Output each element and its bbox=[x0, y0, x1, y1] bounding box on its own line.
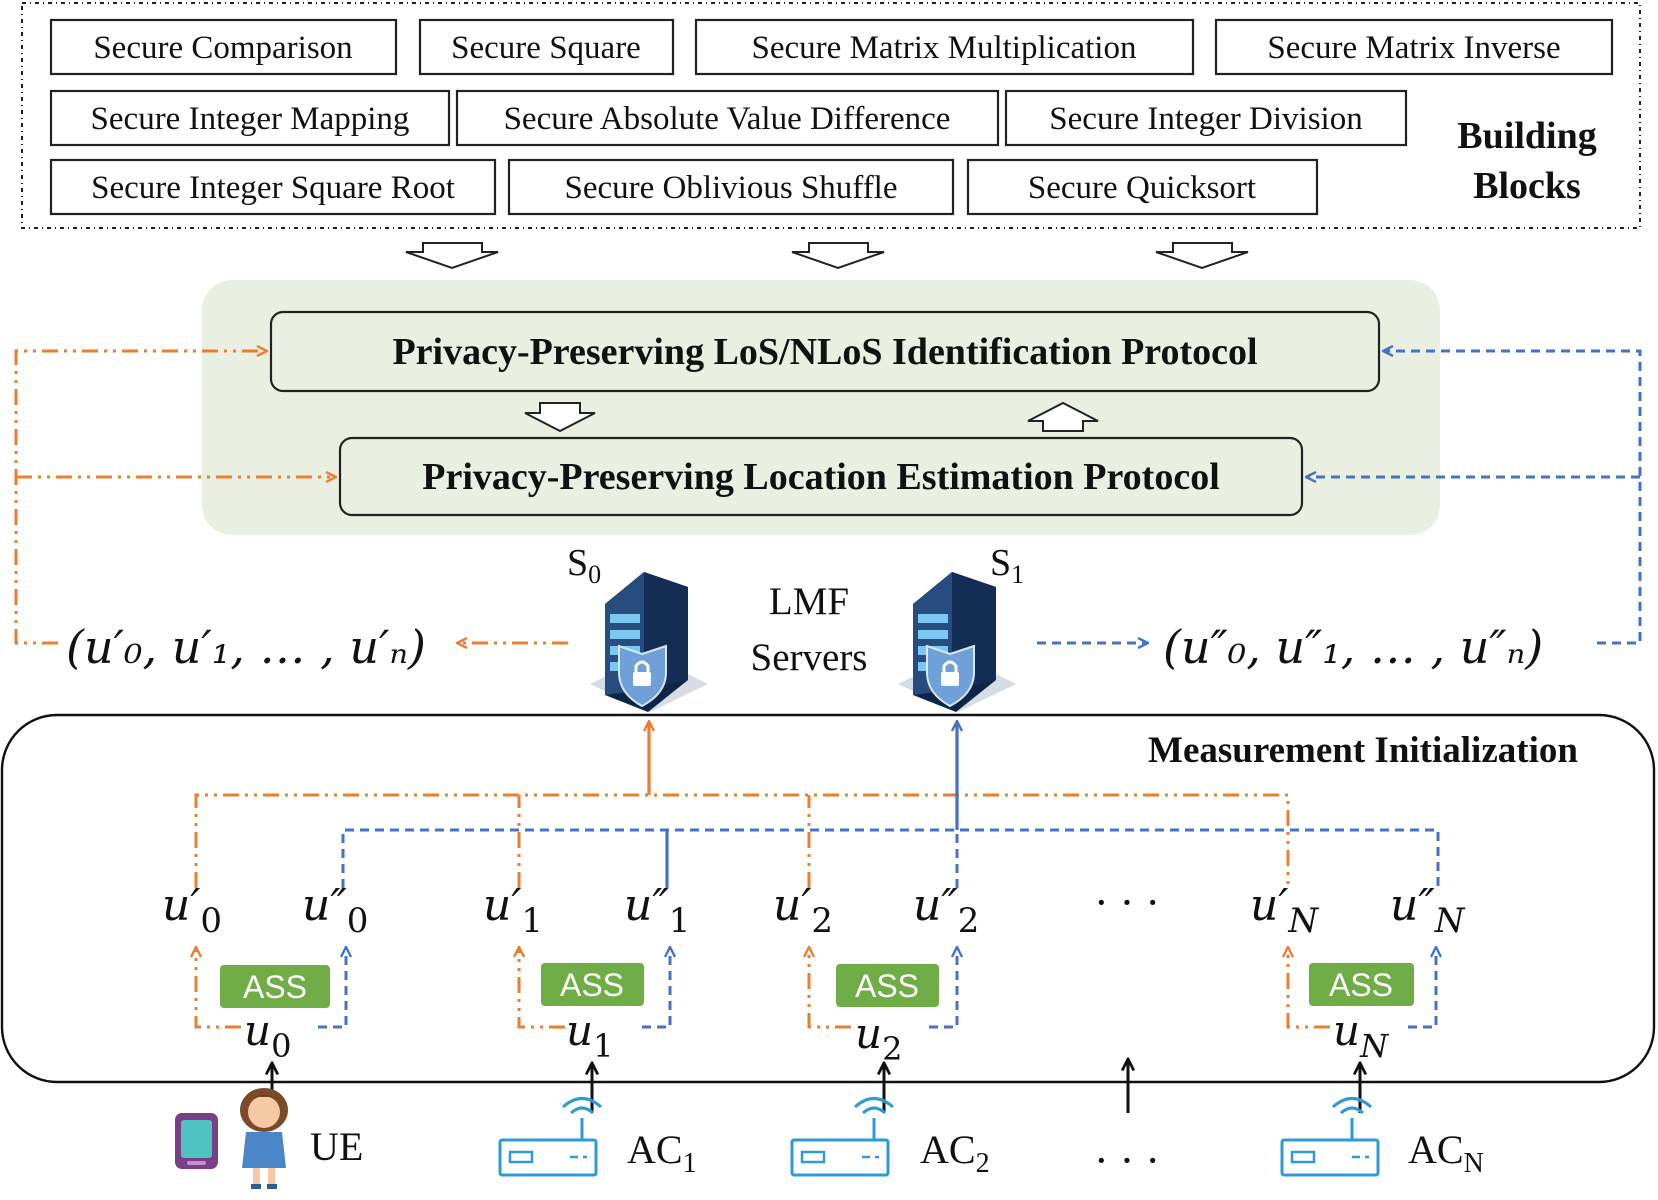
share-column-2: u′2 u″2 ASS u2 bbox=[773, 880, 979, 1068]
block-arrows bbox=[405, 242, 1249, 270]
identification-protocol-box: Privacy-Preserving LoS/NLoS Identificati… bbox=[269, 310, 1381, 393]
share-column-n: u′N u″N ASS uN bbox=[1250, 880, 1466, 1065]
ass-label: ASS bbox=[1329, 967, 1393, 1003]
access-point-2-icon bbox=[790, 1097, 894, 1177]
hollow-down-arrow bbox=[405, 242, 499, 270]
ass-label: ASS bbox=[243, 969, 307, 1005]
share-prime-1: u′1 bbox=[483, 880, 543, 941]
access-point-1-icon bbox=[498, 1097, 602, 1177]
ass-box bbox=[541, 963, 644, 1006]
ac1-label: AC1 bbox=[627, 1127, 697, 1179]
device-input-arrows bbox=[272, 1060, 1360, 1113]
device-ellipsis: · · · bbox=[1094, 1136, 1160, 1185]
share-double-prime-1: u″1 bbox=[624, 880, 690, 941]
protocol-panel: Privacy-Preserving LoS/NLoS Identificati… bbox=[202, 280, 1440, 535]
right-share-tuple: (u″₀, u″₁, … , u″ₙ) bbox=[1163, 620, 1543, 674]
block-secure-oblivious-shuffle: Secure Oblivious Shuffle bbox=[507, 158, 955, 216]
block-label: Secure Matrix Multiplication bbox=[752, 30, 1137, 66]
ass-box bbox=[1309, 963, 1414, 1006]
share-column-0: u′0 u″0 ASS u0 bbox=[162, 880, 368, 1065]
orange-aggregation-lines bbox=[194, 722, 1290, 888]
block-label: Secure Matrix Inverse bbox=[1267, 30, 1560, 66]
block-secure-absolute-value-difference: Secure Absolute Value Difference bbox=[455, 89, 1000, 147]
server-s0-label: S0 bbox=[567, 542, 601, 589]
measurement-u0: u0 bbox=[244, 1006, 291, 1065]
user-icon bbox=[240, 1088, 288, 1189]
measurement-u2: u2 bbox=[855, 1009, 902, 1068]
ass-box bbox=[836, 964, 939, 1007]
phone-icon bbox=[175, 1113, 218, 1169]
identification-protocol-label: Privacy-Preserving LoS/NLoS Identificati… bbox=[392, 331, 1257, 373]
measurement-un: uN bbox=[1333, 1006, 1389, 1065]
building-blocks-panel: Secure Comparison Secure Square Secure M… bbox=[21, 2, 1641, 229]
estimation-protocol-box: Privacy-Preserving Location Estimation P… bbox=[338, 436, 1304, 517]
blue-feedback-lines bbox=[1307, 351, 1642, 645]
block-secure-quicksort: Secure Quicksort bbox=[966, 158, 1319, 216]
share-prime-2: u′2 bbox=[773, 880, 833, 941]
ac2-label: AC2 bbox=[920, 1127, 990, 1179]
lmf-servers-label: Servers bbox=[751, 636, 868, 679]
block-label: Secure Integer Division bbox=[1049, 101, 1362, 137]
block-secure-comparison: Secure Comparison bbox=[49, 18, 398, 76]
measurement-title: Measurement Initialization bbox=[1148, 730, 1578, 771]
hollow-down-arrow bbox=[524, 402, 596, 433]
block-secure-integer-square-root: Secure Integer Square Root bbox=[49, 158, 497, 216]
share-prime-n: u′N bbox=[1250, 880, 1319, 941]
share-column-1: u′1 u″1 ASS u1 bbox=[483, 880, 690, 1065]
block-secure-matrix-multiplication: Secure Matrix Multiplication bbox=[694, 18, 1195, 76]
block-label: Secure Oblivious Shuffle bbox=[564, 170, 897, 206]
server-s0-icon bbox=[590, 572, 708, 712]
block-label: Secure Comparison bbox=[93, 30, 352, 66]
share-double-prime-0: u″0 bbox=[302, 880, 368, 941]
ass-label: ASS bbox=[855, 968, 919, 1004]
block-label: Secure Absolute Value Difference bbox=[504, 101, 951, 137]
block-label: Secure Integer Mapping bbox=[91, 101, 410, 137]
left-share-tuple: (u′₀, u′₁, … , u′ₙ) bbox=[66, 620, 426, 674]
estimation-protocol-label: Privacy-Preserving Location Estimation P… bbox=[422, 456, 1220, 498]
lmf-label: LMF bbox=[769, 580, 849, 623]
block-label: Secure Integer Square Root bbox=[91, 170, 455, 206]
share-double-prime-n: u″N bbox=[1390, 880, 1466, 941]
building-blocks-title: Blocks bbox=[1473, 165, 1581, 207]
hollow-down-arrow bbox=[1155, 242, 1249, 270]
blue-aggregation-lines bbox=[341, 722, 1440, 888]
hollow-up-arrow bbox=[1027, 401, 1099, 432]
block-secure-matrix-inverse: Secure Matrix Inverse bbox=[1214, 18, 1614, 76]
orange-feedback-lines bbox=[14, 351, 335, 645]
share-double-prime-2: u″2 bbox=[913, 880, 979, 941]
block-label: Secure Quicksort bbox=[1028, 170, 1256, 206]
block-secure-integer-mapping: Secure Integer Mapping bbox=[49, 89, 451, 147]
server-s1-icon bbox=[898, 572, 1016, 712]
server-s1-label: S1 bbox=[990, 542, 1024, 589]
access-point-n-icon bbox=[1280, 1097, 1380, 1177]
acn-label: ACN bbox=[1408, 1127, 1484, 1179]
hollow-down-arrow bbox=[791, 242, 885, 270]
ass-box bbox=[220, 965, 330, 1008]
measurement-u1: u1 bbox=[566, 1006, 613, 1065]
ue-label: UE bbox=[310, 1124, 363, 1169]
share-ellipsis: · · · bbox=[1094, 878, 1160, 927]
block-secure-square: Secure Square bbox=[418, 18, 675, 76]
share-prime-0: u′0 bbox=[162, 880, 222, 941]
building-blocks-title: Building bbox=[1457, 115, 1596, 157]
measurement-initialization-panel: Measurement Initialization bbox=[0, 713, 1656, 1084]
block-secure-integer-division: Secure Integer Division bbox=[1004, 89, 1408, 147]
block-label: Secure Square bbox=[451, 30, 641, 66]
ass-label: ASS bbox=[560, 967, 624, 1003]
